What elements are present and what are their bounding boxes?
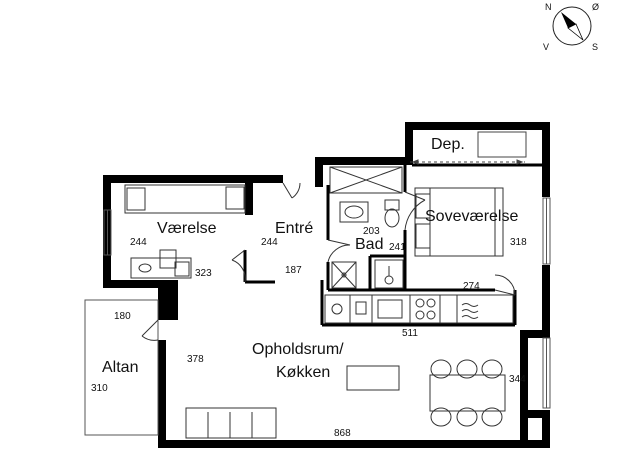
bad-fixtures	[329, 166, 404, 289]
interior-walls	[243, 163, 545, 327]
vaerelse-furniture	[124, 184, 246, 279]
dim-entre-w: 187	[285, 265, 302, 276]
dim-vaerelse-w: 323	[195, 268, 212, 279]
kitchen-counter	[324, 294, 514, 324]
compass-letter-s: S	[592, 42, 599, 52]
dim-sove-w: 274	[463, 281, 480, 292]
compass-letter-n: N	[545, 2, 552, 12]
dim-vaerelse-h: 244	[130, 237, 147, 248]
dim-kitchen-w: 511	[402, 328, 418, 339]
compass-icon	[552, 6, 592, 46]
dim-altan-h: 310	[91, 383, 108, 394]
dim-entre-h: 244	[261, 237, 278, 248]
compass-letter-o: Ø	[592, 2, 600, 12]
dim-living-h-left: 378	[187, 354, 204, 365]
living-furniture	[185, 359, 506, 439]
dim-bad-h: 241	[389, 242, 406, 253]
dim-living-w: 868	[334, 428, 351, 439]
room-label-sovevaerelse: Soveværelse	[425, 208, 519, 225]
dim-living-h-right: 344	[509, 374, 526, 385]
compass-letter-v: V	[543, 42, 550, 52]
dep-storage	[410, 131, 527, 165]
bed	[414, 187, 504, 257]
room-label-kokken: Køkken	[276, 364, 331, 381]
room-label-bad: Bad	[355, 236, 384, 253]
room-label-altan: Altan	[102, 359, 139, 376]
room-label-entre: Entré	[275, 220, 314, 237]
dim-sove-h: 318	[510, 237, 527, 248]
windows	[84, 197, 551, 436]
room-label-vaerelse: Værelse	[157, 220, 217, 237]
dim-altan-w: 180	[114, 311, 131, 322]
dim-bad-w: 203	[363, 226, 380, 237]
room-label-opholdsrum: Opholdsrum/	[252, 341, 344, 358]
room-label-dep: Dep.	[431, 136, 465, 153]
walls	[103, 122, 550, 448]
